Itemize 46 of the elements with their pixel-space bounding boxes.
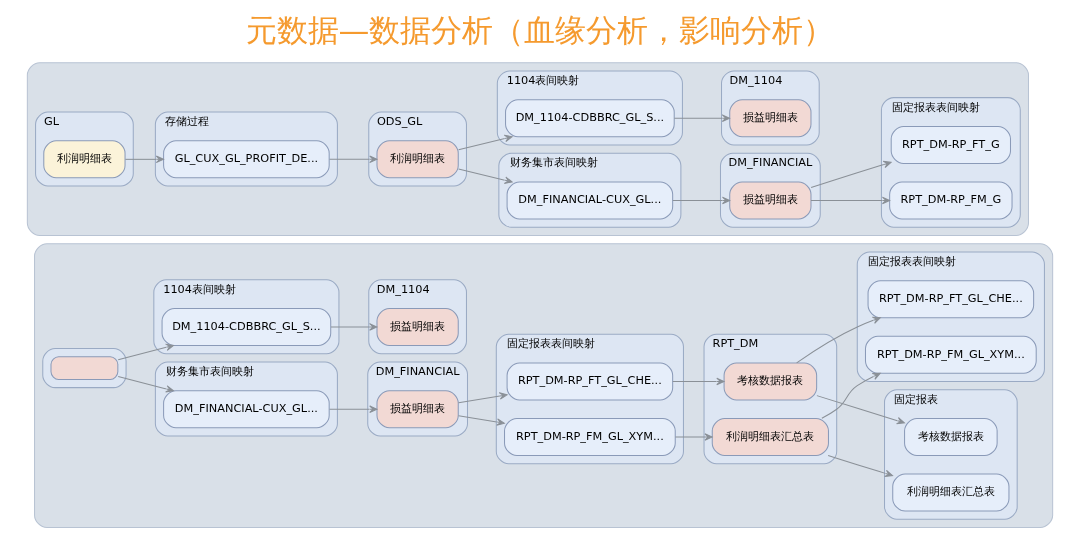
node-box (50, 356, 119, 380)
cluster (42, 348, 127, 389)
node-box: DM_1104-CDBBRC_GL_S... (161, 307, 332, 346)
node-box: DM_FINANCIAL-CUX_GL... (163, 390, 330, 429)
node-box: DM_FINANCIAL-CUX_GL... (506, 181, 674, 220)
node-box: DM_1104-CDBBRC_GL_S... (505, 99, 675, 138)
arrow (329, 155, 378, 164)
node-box: 损益明细表 (729, 181, 812, 220)
arrow (458, 392, 508, 404)
node-box: 损益明细表 (729, 99, 812, 138)
node-box: RPT_DM-RP_FM_GL_XYM... (504, 417, 676, 457)
node-box: RPT_DM-RP_FT_GL_CHE... (867, 280, 1035, 319)
cluster (34, 243, 1054, 528)
node-box: 损益明细表 (376, 390, 459, 429)
diagram-title: 元数据—数据分析（血缘分析，影响分析） (245, 12, 835, 49)
node-box: RPT_DM-RP_FT_GL_CHE... (506, 362, 674, 401)
node-box: RPT_DM-RP_FM_G (889, 181, 1013, 220)
arrow (810, 196, 891, 205)
node-box: 损益明细表 (376, 307, 459, 346)
node-box: 利润明细表 (376, 140, 459, 179)
arrow (827, 455, 893, 478)
arrow (458, 415, 505, 426)
node-box: GL_CUX_GL_PROFIT_DE... (163, 140, 330, 179)
arrow (673, 114, 731, 122)
node-box: 利润明细表汇总表 (711, 417, 829, 457)
arrow (672, 196, 731, 205)
arrow (674, 433, 713, 441)
node-box: RPT_DM-RP_FT_G (890, 125, 1011, 164)
arrow (816, 395, 905, 425)
node-box: 考核数据报表 (904, 417, 998, 457)
node-box: 利润明细表汇总表 (892, 473, 1010, 512)
arrow (329, 405, 378, 413)
arrow (458, 168, 513, 184)
node-box: RPT_DM-RP_FM_GL_XYM... (864, 335, 1037, 374)
arrow (458, 134, 513, 151)
arrow (810, 160, 892, 188)
cluster (26, 62, 1029, 236)
arrow (117, 376, 174, 393)
node-box: 利润明细表 (43, 140, 126, 179)
arrow (672, 377, 725, 386)
arrow (821, 372, 881, 419)
node-box: 考核数据报表 (723, 362, 818, 401)
arrow (124, 155, 164, 164)
arrow (117, 343, 174, 361)
arrow (796, 316, 881, 364)
arrow (330, 323, 378, 331)
